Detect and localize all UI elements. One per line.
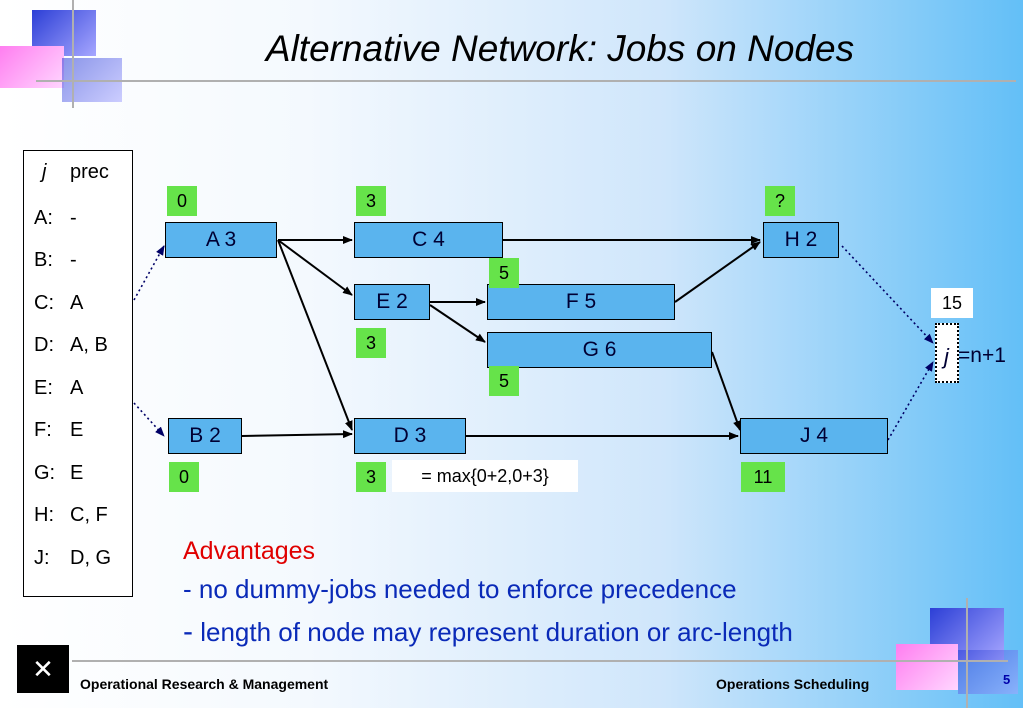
- node-e: E 2: [354, 284, 430, 320]
- table-row: J: D, G: [34, 547, 111, 570]
- page-title: Alternative Network: Jobs on Nodes: [265, 28, 855, 69]
- advantages-heading: Advantages: [183, 537, 316, 565]
- arrow-g-j: [711, 351, 741, 431]
- row-prec: -: [70, 249, 77, 271]
- start-time-c: 3: [356, 186, 386, 216]
- node-f: F 5: [487, 284, 675, 320]
- row-prec: -: [70, 207, 77, 229]
- header-j: j: [42, 161, 47, 183]
- row-job: E:: [34, 377, 53, 399]
- start-time-b: 0: [169, 462, 199, 492]
- dotted-start-b: [133, 402, 165, 437]
- row-job: D:: [34, 334, 54, 356]
- row-job: J:: [34, 547, 50, 569]
- node-g: G 6: [487, 332, 712, 368]
- start-time-f: 5: [489, 258, 519, 288]
- table-row: B:-: [34, 249, 77, 272]
- node-h: H 2: [763, 222, 839, 258]
- row-prec: D, G: [70, 547, 112, 569]
- node-b: B 2: [168, 418, 242, 454]
- row-prec: C, F: [70, 504, 108, 526]
- table-header: j prec: [34, 161, 109, 184]
- arrow-e-g: [429, 304, 486, 343]
- footer-left-text: Operational Research & Management: [80, 676, 329, 692]
- start-time-a: 0: [167, 186, 197, 216]
- page-number: 5: [1003, 672, 1011, 687]
- node-c: C 4: [354, 222, 503, 258]
- advantage-line-2-dash: -: [183, 615, 193, 648]
- end-node-label: =n+1: [958, 344, 1006, 367]
- table-row: E: A: [34, 377, 83, 400]
- max-formula-note: = max{0+2,0+3}: [392, 460, 578, 492]
- precedence-table: j prec A:- B:- C: A D: A, B E: A F: E G: E H: C…: [23, 150, 133, 597]
- advantage-line-2: - length of node may represent duration …: [183, 615, 793, 649]
- start-time-g: 5: [489, 366, 519, 396]
- start-time-e: 3: [356, 328, 386, 358]
- advantage-line-1: - no dummy-jobs needed to enforce preced…: [183, 574, 737, 604]
- header-prec: prec: [70, 161, 109, 183]
- table-row: D: A, B: [34, 334, 108, 357]
- table-row: F: E: [34, 419, 83, 442]
- node-a: A 3: [165, 222, 277, 258]
- table-row: G: E: [34, 462, 83, 485]
- footer-line: [72, 660, 1008, 662]
- row-job: C:: [34, 292, 54, 314]
- node-d: D 3: [354, 418, 466, 454]
- row-prec: A, B: [70, 334, 108, 356]
- title-underline: [36, 80, 1016, 82]
- row-job: H:: [34, 504, 54, 526]
- row-prec: A: [70, 292, 84, 314]
- row-job: A:: [34, 207, 53, 229]
- corner-vline: [72, 0, 74, 108]
- end-node-dummy: [935, 323, 959, 383]
- row-job: F:: [34, 419, 52, 441]
- end-time-label: 15: [931, 288, 973, 318]
- row-job: B:: [34, 249, 53, 271]
- university-logo: ✕: [17, 645, 69, 693]
- row-job: G:: [34, 462, 56, 484]
- arrow-a-d: [277, 239, 353, 431]
- row-prec: E: [70, 419, 84, 441]
- row-prec: A: [70, 377, 84, 399]
- table-row: C: A: [34, 292, 83, 315]
- arrow-b-d: [241, 430, 353, 439]
- row-prec: E: [70, 462, 84, 484]
- footer-right-text: Operations Scheduling: [716, 676, 870, 692]
- arrow-f-h: [674, 241, 761, 303]
- dotted-start-a: [133, 245, 165, 301]
- start-time-h: ?: [765, 186, 795, 216]
- bottom-decoration-pink: [896, 644, 958, 690]
- dotted-h-end: [841, 245, 934, 344]
- end-node-j: j: [944, 344, 949, 369]
- start-time-d: 3: [356, 462, 386, 492]
- bottom-decoration-blue-2: [958, 650, 1018, 694]
- node-j: J 4: [740, 418, 888, 454]
- dotted-j-end: [887, 361, 934, 441]
- arrow-a-e: [277, 239, 353, 296]
- advantage-line-2-text: length of node may represent duration or…: [193, 617, 793, 647]
- table-row: H: C, F: [34, 504, 108, 527]
- bottom-vline: [966, 598, 968, 708]
- table-row: A:-: [34, 207, 77, 230]
- start-time-j: 11: [741, 462, 785, 492]
